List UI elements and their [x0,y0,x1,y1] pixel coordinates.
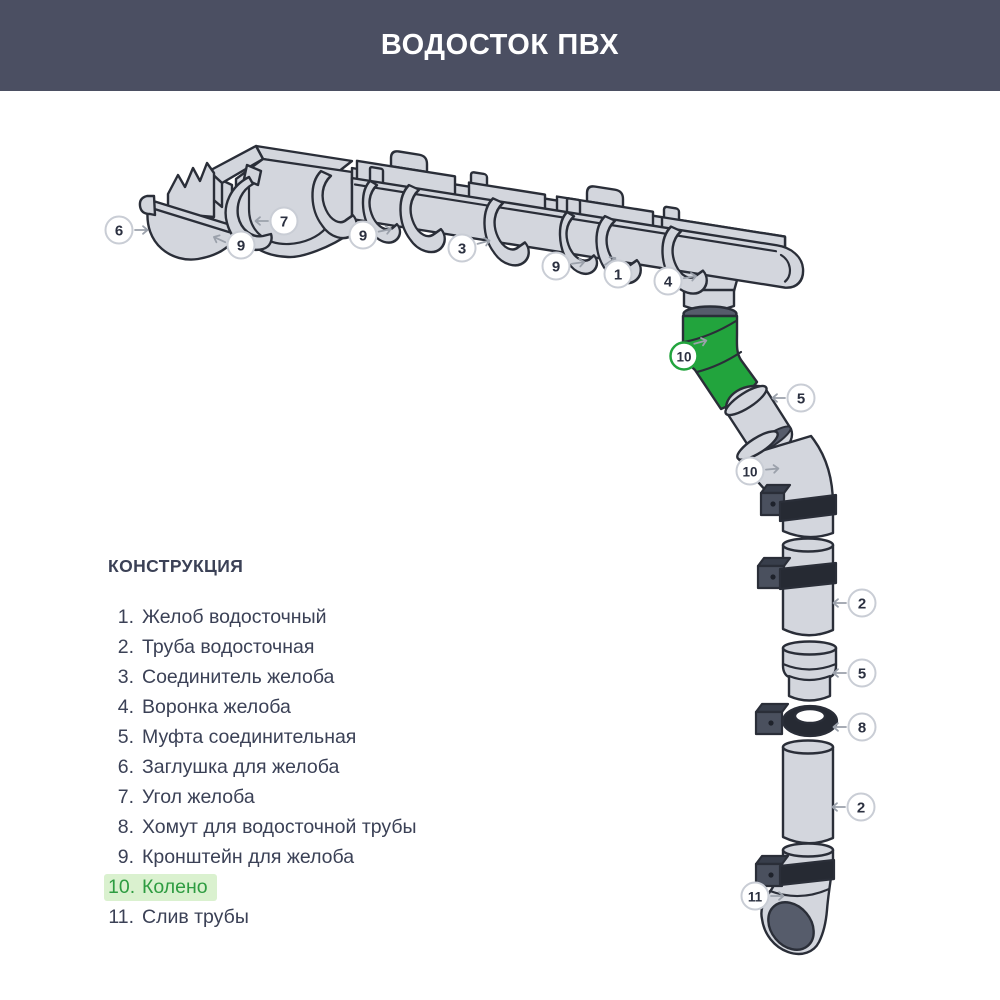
header: ВОДОСТОК ПВХ [0,0,1000,91]
legend-item-label: Кронштейн для желоба [142,845,355,868]
legend-item-number: 5. [117,725,134,748]
legend-item-number: 6. [117,755,134,778]
legend-item-label: Колено [142,875,208,898]
legend-item-number: 1. [117,605,134,628]
legend-item-number: 7. [117,785,134,808]
callout-8: 8 [832,712,877,742]
legend-item-label: Слив трубы [142,905,249,928]
legend-item-number: 11. [108,905,134,928]
legend-item-6: 6. Заглушка для желоба [108,752,417,782]
coupling-straight [781,640,838,702]
callout-3: 3 [447,233,491,263]
callout-arrow [770,891,785,901]
legend-item-1: 1. Желоб водосточный [108,602,417,632]
legend-item-label: Желоб водосточный [142,605,327,628]
legend-item-label: Соединитель желоба [142,665,335,688]
svg-text:11: 11 [748,890,763,905]
svg-text:8: 8 [858,720,866,737]
callout-11: 11 [740,881,785,911]
svg-text:10: 10 [742,465,757,480]
callout-1: 1 [603,256,633,289]
downpipe [681,305,839,956]
callout-arrow [134,225,149,235]
svg-text:7: 7 [280,214,288,231]
callout-9: 9 [541,251,586,281]
pipe-clamp [759,483,838,523]
callout-2: 2 [832,588,877,618]
legend-item-9: 9. Кронштейн для желоба [108,842,417,872]
legend-item-label: Воронка желоба [142,695,291,718]
ring-clamp [754,702,839,738]
svg-text:10: 10 [676,350,691,365]
legend-item-label: Муфта соединительная [142,725,357,748]
pipe-clamp [754,854,836,888]
svg-text:1: 1 [614,267,622,284]
callout-arrow [377,225,392,235]
svg-text:2: 2 [857,800,865,817]
legend-item-number: 4. [117,695,134,718]
legend-item-label: Заглушка для желоба [142,755,340,778]
legend-item-7: 7. Угол желоба [108,782,417,812]
legend-title: КОНСТРУКЦИЯ [108,556,244,576]
callouts: 6 9 7 9 3 9 1 4 10 5 10 2 5 8 2 11 [104,206,877,911]
pipe-section [781,739,835,845]
callout-4: 4 [653,266,697,296]
callout-9: 9 [348,220,392,250]
callout-arrow [832,668,847,678]
callout-arrow [213,234,227,244]
svg-text:5: 5 [858,666,866,683]
svg-text:2: 2 [858,596,866,613]
callout-arrow [693,337,708,347]
legend-item-number: 9. [117,845,134,868]
legend-item-number: 10. [108,875,136,898]
legend-item-4: 4. Воронка желоба [108,692,417,722]
legend-item-5: 5. Муфта соединительная [108,722,417,752]
callout-5: 5 [832,658,877,688]
legend-item-number: 3. [117,665,134,688]
legend-item-label: Труба водосточная [142,635,315,658]
legend-list: 1. Желоб водосточный 2. Труба водосточная 3.… [104,602,417,932]
pipe-clamp [756,556,838,591]
callout-arrow [832,598,847,608]
svg-text:6: 6 [115,223,123,240]
page-title: ВОДОСТОК ПВХ [380,29,620,61]
svg-text:5: 5 [797,391,805,408]
callout-arrow [832,722,847,732]
svg-text:4: 4 [664,274,673,291]
callout-arrow [831,802,846,812]
callout-7: 7 [254,206,299,236]
callout-arrow [765,464,780,474]
legend-item-number: 2. [117,635,134,658]
callout-arrow [476,237,491,247]
legend-item-10: 10. Колено [104,872,417,902]
callout-10: 10 [669,337,708,371]
callout-arrow [254,216,269,226]
callout-arrow [570,257,586,268]
legend-item-label: Угол желоба [142,785,255,808]
callout-6: 6 [104,215,149,245]
legend-item-number: 8. [117,815,134,838]
legend-item-8: 8. Хомут для водосточной трубы [108,812,417,842]
legend-item-label: Хомут для водосточной трубы [142,815,417,838]
legend-item-11: 11. Слив трубы [108,902,417,932]
svg-text:3: 3 [458,241,466,258]
svg-text:9: 9 [237,238,245,255]
svg-text:9: 9 [359,228,367,245]
legend-item-3: 3. Соединитель желоба [108,662,417,692]
gutter-run-troughs [311,169,805,295]
callout-10: 10 [735,456,780,486]
legend-item-2: 2. Труба водосточная [108,632,417,662]
callout-9: 9 [213,230,256,260]
svg-text:9: 9 [552,259,560,276]
callout-arrow [682,272,697,282]
legend: КОНСТРУКЦИЯ 1. Желоб водосточный 2. Труба в… [104,556,417,932]
callout-arrow [771,393,786,403]
callout-2: 2 [831,792,876,822]
callout-5: 5 [771,383,816,413]
